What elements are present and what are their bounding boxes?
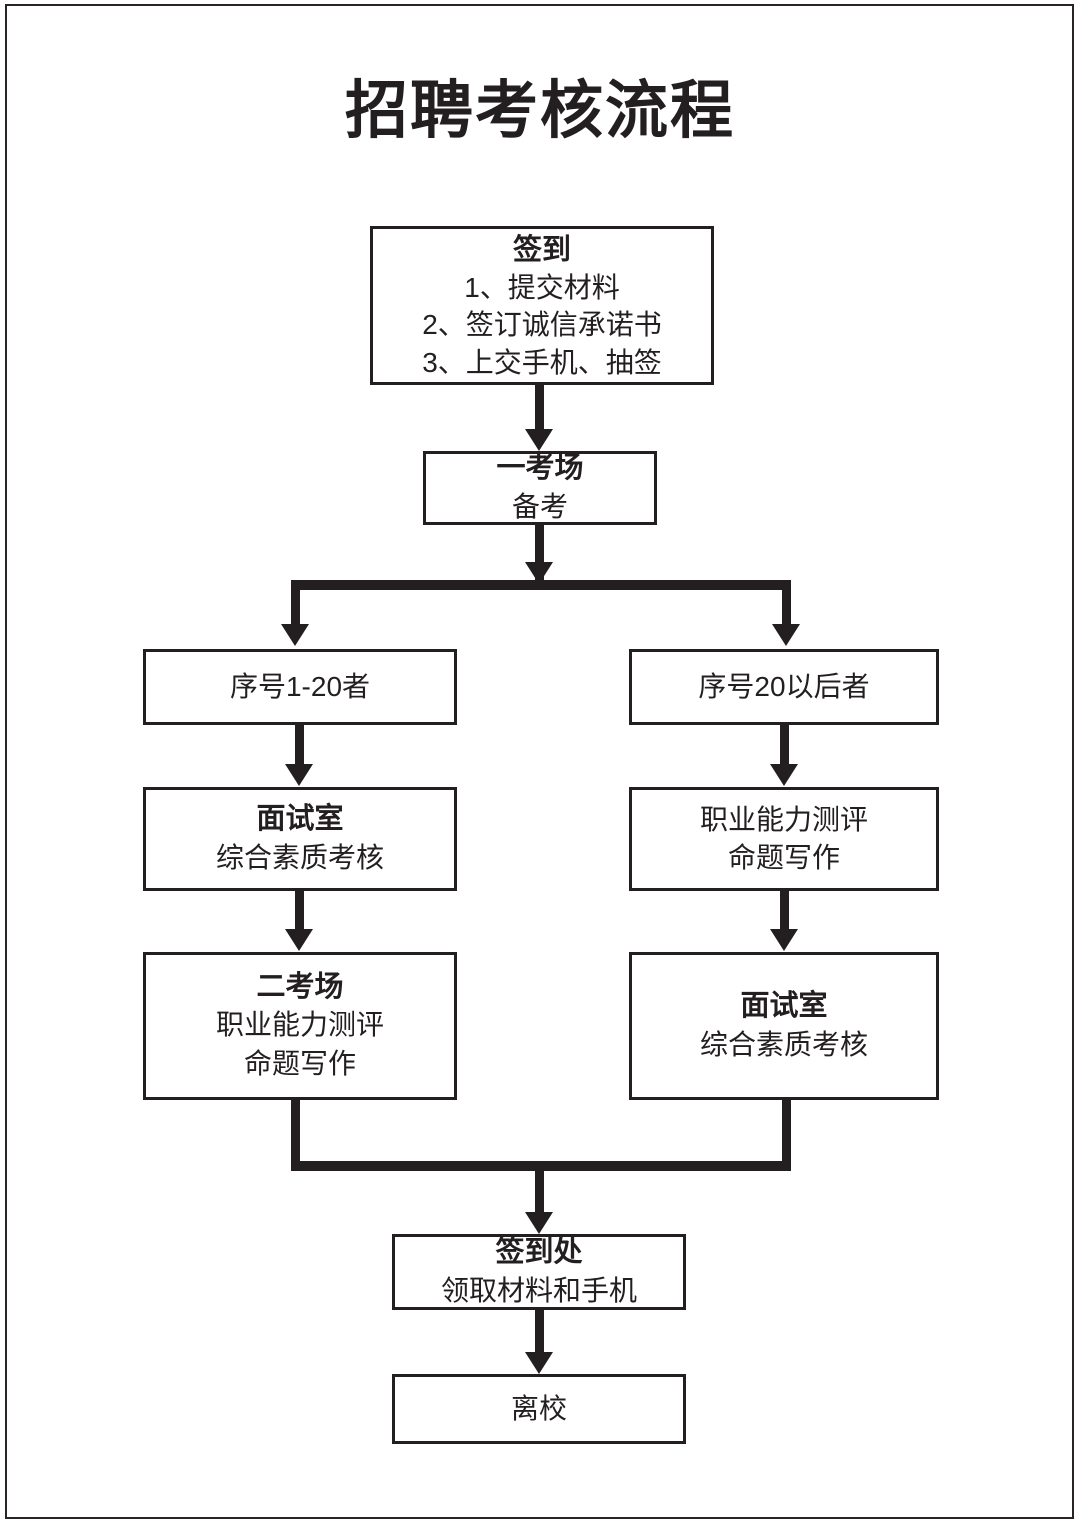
node-leave-school-label: 离校 [510, 1392, 567, 1424]
edge-merge-left-line [291, 1100, 300, 1166]
node-interview-room-right-sub: 综合素质考核 [699, 1028, 868, 1060]
edge-desk-to-leave-arrow-icon [525, 1352, 553, 1374]
split-bar [291, 580, 791, 590]
node-signin-item-3: 3、上交手机、抽签 [422, 346, 662, 378]
edge-split-right-line [782, 580, 791, 628]
node-exam-room-2-title: 二考场 [256, 971, 344, 1004]
edge-right1-to-right2-arrow-icon [770, 764, 798, 786]
node-exam-room-1-title: 一考场 [496, 452, 584, 485]
node-signin-desk-title: 签到处 [495, 1236, 583, 1269]
edge-signin-to-room1-line [535, 385, 544, 432]
edge-left2-to-left3-line [295, 891, 304, 931]
node-exam-room-2[interactable]: 二考场 职业能力测评 命题写作 [143, 952, 457, 1100]
node-candidates-after-20-label: 序号20以后者 [698, 670, 870, 702]
edge-merge-to-desk-arrow-icon [525, 1212, 553, 1234]
node-interview-room-right[interactable]: 面试室 综合素质考核 [629, 952, 939, 1100]
edge-left2-to-left3-arrow-icon [285, 929, 313, 951]
page-title: 招聘考核流程 [345, 76, 735, 146]
node-signin[interactable]: 签到 1、提交材料 2、签订诚信承诺书 3、上交手机、抽签 [370, 226, 714, 385]
edge-left1-to-left2-arrow-icon [285, 764, 313, 786]
node-interview-room-left[interactable]: 面试室 综合素质考核 [143, 787, 457, 891]
node-signin-desk[interactable]: 签到处 领取材料和手机 [392, 1234, 686, 1310]
node-leave-school[interactable]: 离校 [392, 1374, 686, 1444]
node-interview-room-right-title: 面试室 [740, 990, 828, 1023]
edge-right1-to-right2-line [780, 725, 789, 767]
edge-split-right-arrow-icon [772, 624, 800, 646]
node-signin-item-1: 1、提交材料 [464, 272, 620, 304]
node-exam-room-1-sub: 备考 [511, 490, 568, 522]
node-interview-room-left-title: 面试室 [256, 803, 344, 836]
edge-signin-to-room1-arrow-icon [525, 429, 553, 451]
edge-desk-to-leave-line [535, 1310, 544, 1354]
node-signin-item-2: 2、签订诚信承诺书 [422, 309, 662, 341]
edge-room1-to-split-arrow-icon [525, 562, 553, 584]
edge-split-left-line [291, 580, 300, 628]
node-signin-title: 签到 [512, 234, 571, 267]
edge-left1-to-left2-line [295, 725, 304, 767]
edge-right2-to-right3-line [780, 891, 789, 931]
node-aptitude-test-right-line-1: 职业能力测评 [699, 803, 868, 835]
node-exam-room-1[interactable]: 一考场 备考 [423, 451, 657, 525]
node-signin-desk-sub: 领取材料和手机 [440, 1274, 637, 1306]
node-candidates-after-20[interactable]: 序号20以后者 [629, 649, 939, 725]
node-aptitude-test-right[interactable]: 职业能力测评 命题写作 [629, 787, 939, 891]
node-exam-room-2-line-2: 命题写作 [243, 1047, 356, 1079]
edge-merge-to-desk-line [535, 1161, 544, 1213]
edge-split-left-arrow-icon [281, 624, 309, 646]
edge-right2-to-right3-arrow-icon [770, 929, 798, 951]
node-candidates-1-20[interactable]: 序号1-20者 [143, 649, 457, 725]
edge-room1-to-split-line [535, 525, 544, 580]
edge-merge-right-line [782, 1100, 791, 1166]
node-exam-room-2-line-1: 职业能力测评 [215, 1009, 384, 1041]
node-aptitude-test-right-line-2: 命题写作 [727, 842, 840, 873]
node-candidates-1-20-label: 序号1-20者 [229, 670, 371, 702]
node-interview-room-left-sub: 综合素质考核 [215, 841, 384, 873]
